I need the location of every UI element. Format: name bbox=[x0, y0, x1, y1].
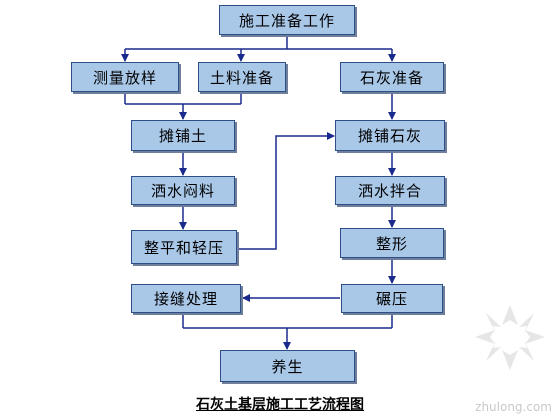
node-water-mix: 洒水拌合 bbox=[335, 176, 445, 205]
node-soil-prep: 土料准备 bbox=[198, 62, 286, 92]
node-rolling: 碾压 bbox=[341, 284, 443, 313]
node-shaping: 整形 bbox=[340, 228, 444, 258]
arrow-level-spread-lime bbox=[237, 132, 335, 250]
node-survey: 测量放样 bbox=[71, 62, 179, 92]
watermark-logo-icon bbox=[475, 305, 545, 370]
node-level-press: 整平和轻压 bbox=[131, 230, 237, 264]
watermark-text: zhulong.com bbox=[475, 400, 552, 414]
node-joint: 接缝处理 bbox=[131, 284, 241, 313]
node-curing: 养生 bbox=[220, 350, 355, 382]
node-water-smother: 洒水闷料 bbox=[131, 176, 235, 205]
node-spread-lime: 摊铺石灰 bbox=[335, 120, 445, 151]
node-lime-prep: 石灰准备 bbox=[340, 62, 444, 92]
node-prep: 施工准备工作 bbox=[219, 5, 355, 35]
node-spread-soil: 摊铺土 bbox=[131, 120, 235, 151]
diagram-caption: 石灰土基层施工工艺流程图 bbox=[196, 397, 364, 413]
